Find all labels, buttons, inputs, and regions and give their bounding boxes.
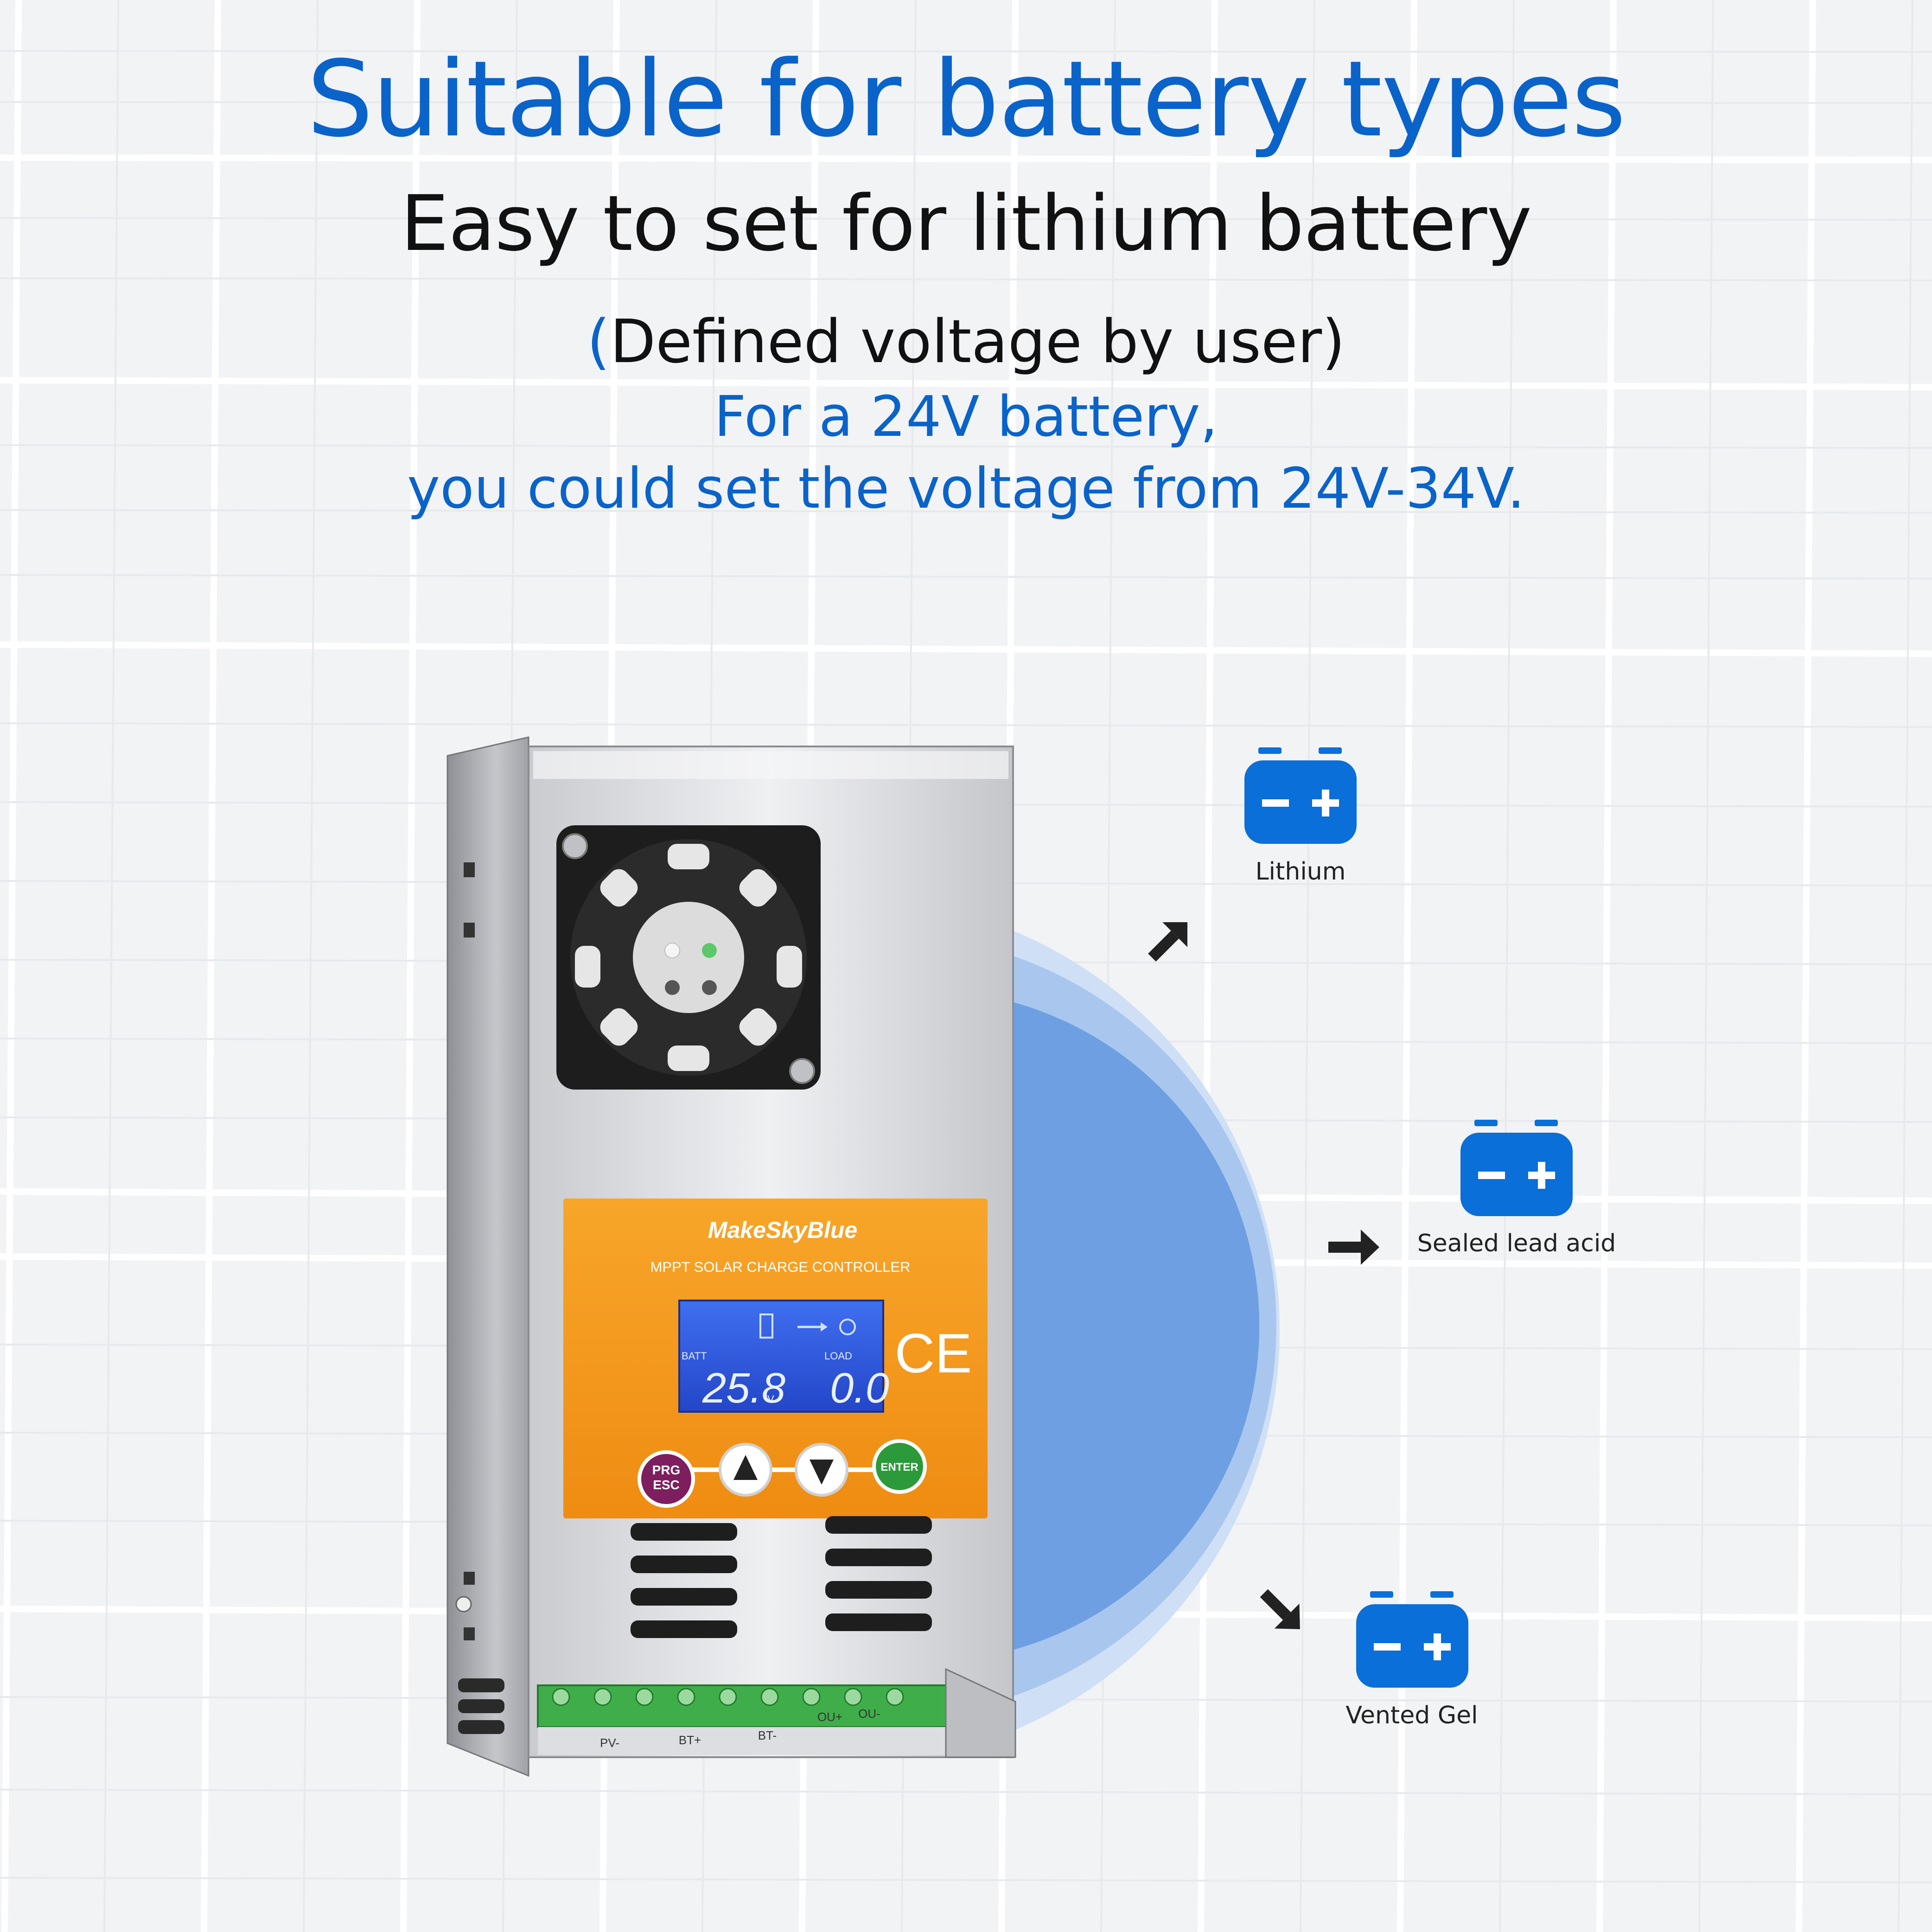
sealed-lead-acid-battery-icon xyxy=(1460,1120,1573,1216)
down-arrow-icon xyxy=(810,1460,834,1485)
headline-note: (Defined voltage by user) xyxy=(0,308,1932,376)
terminal-label-bt-minus: BT- xyxy=(758,1728,777,1742)
voltage-line-2: you could set the voltage from 24V-34V. xyxy=(407,457,1525,521)
up-button[interactable] xyxy=(719,1443,772,1497)
esc-button-label: ESC xyxy=(653,1478,680,1492)
arrow-to-sealed-lead-acid-icon xyxy=(1328,1230,1379,1265)
brand-name: MakeSkyBlue xyxy=(708,1217,857,1243)
terminal-label-pv-minus: PV- xyxy=(600,1736,619,1750)
terminal-label-ou-plus: OU+ xyxy=(817,1710,842,1724)
headline-subtitle: Easy to set for lithium battery xyxy=(400,179,1532,268)
model-name: MPPT SOLAR CHARGE CONTROLLER xyxy=(650,1259,911,1275)
up-arrow-icon xyxy=(733,1455,758,1480)
down-button[interactable] xyxy=(795,1443,848,1497)
arrow-to-lithium-icon xyxy=(1148,922,1188,962)
enter-button-label: ENTER xyxy=(880,1461,918,1473)
arrow-to-vented-gel-icon xyxy=(1260,1589,1300,1629)
lcd-load-label: LOAD xyxy=(824,1350,852,1362)
lithium-battery-icon xyxy=(1244,747,1357,844)
blue-arc-decoration xyxy=(1011,930,1280,1732)
lcd-batt-value: 25.8 xyxy=(702,1365,785,1412)
battery-label-lithium: Lithium xyxy=(1255,858,1346,886)
lcd-batt-unit: V xyxy=(767,1393,774,1405)
prg-esc-button[interactable]: PRG ESC xyxy=(638,1450,695,1508)
headline-title: Suitable for battery types xyxy=(306,38,1626,160)
lcd-display: BATT LOAD 25.8 V 0.0 xyxy=(678,1300,889,1413)
ce-mark: CE xyxy=(895,1322,972,1384)
voltage-line-1: For a 24V battery, xyxy=(714,385,1218,449)
prg-button-label: PRG xyxy=(652,1463,681,1477)
vented-gel-battery-icon xyxy=(1356,1591,1468,1688)
note-text: Defined voltage by user) xyxy=(610,307,1345,376)
lcd-batt-label: BATT xyxy=(682,1350,707,1362)
enter-button[interactable]: ENTER xyxy=(872,1439,927,1494)
battery-label-sealed-lead-acid: Sealed lead acid xyxy=(1417,1230,1616,1257)
note-open-paren: ( xyxy=(587,307,610,376)
lcd-load-value: 0.0 xyxy=(830,1365,889,1412)
cooling-fan xyxy=(556,825,821,1090)
terminal-label-bt-plus: BT+ xyxy=(679,1733,701,1747)
battery-label-vented-gel: Vented Gel xyxy=(1345,1702,1478,1729)
terminal-label-ou-minus: OU- xyxy=(858,1707,880,1721)
